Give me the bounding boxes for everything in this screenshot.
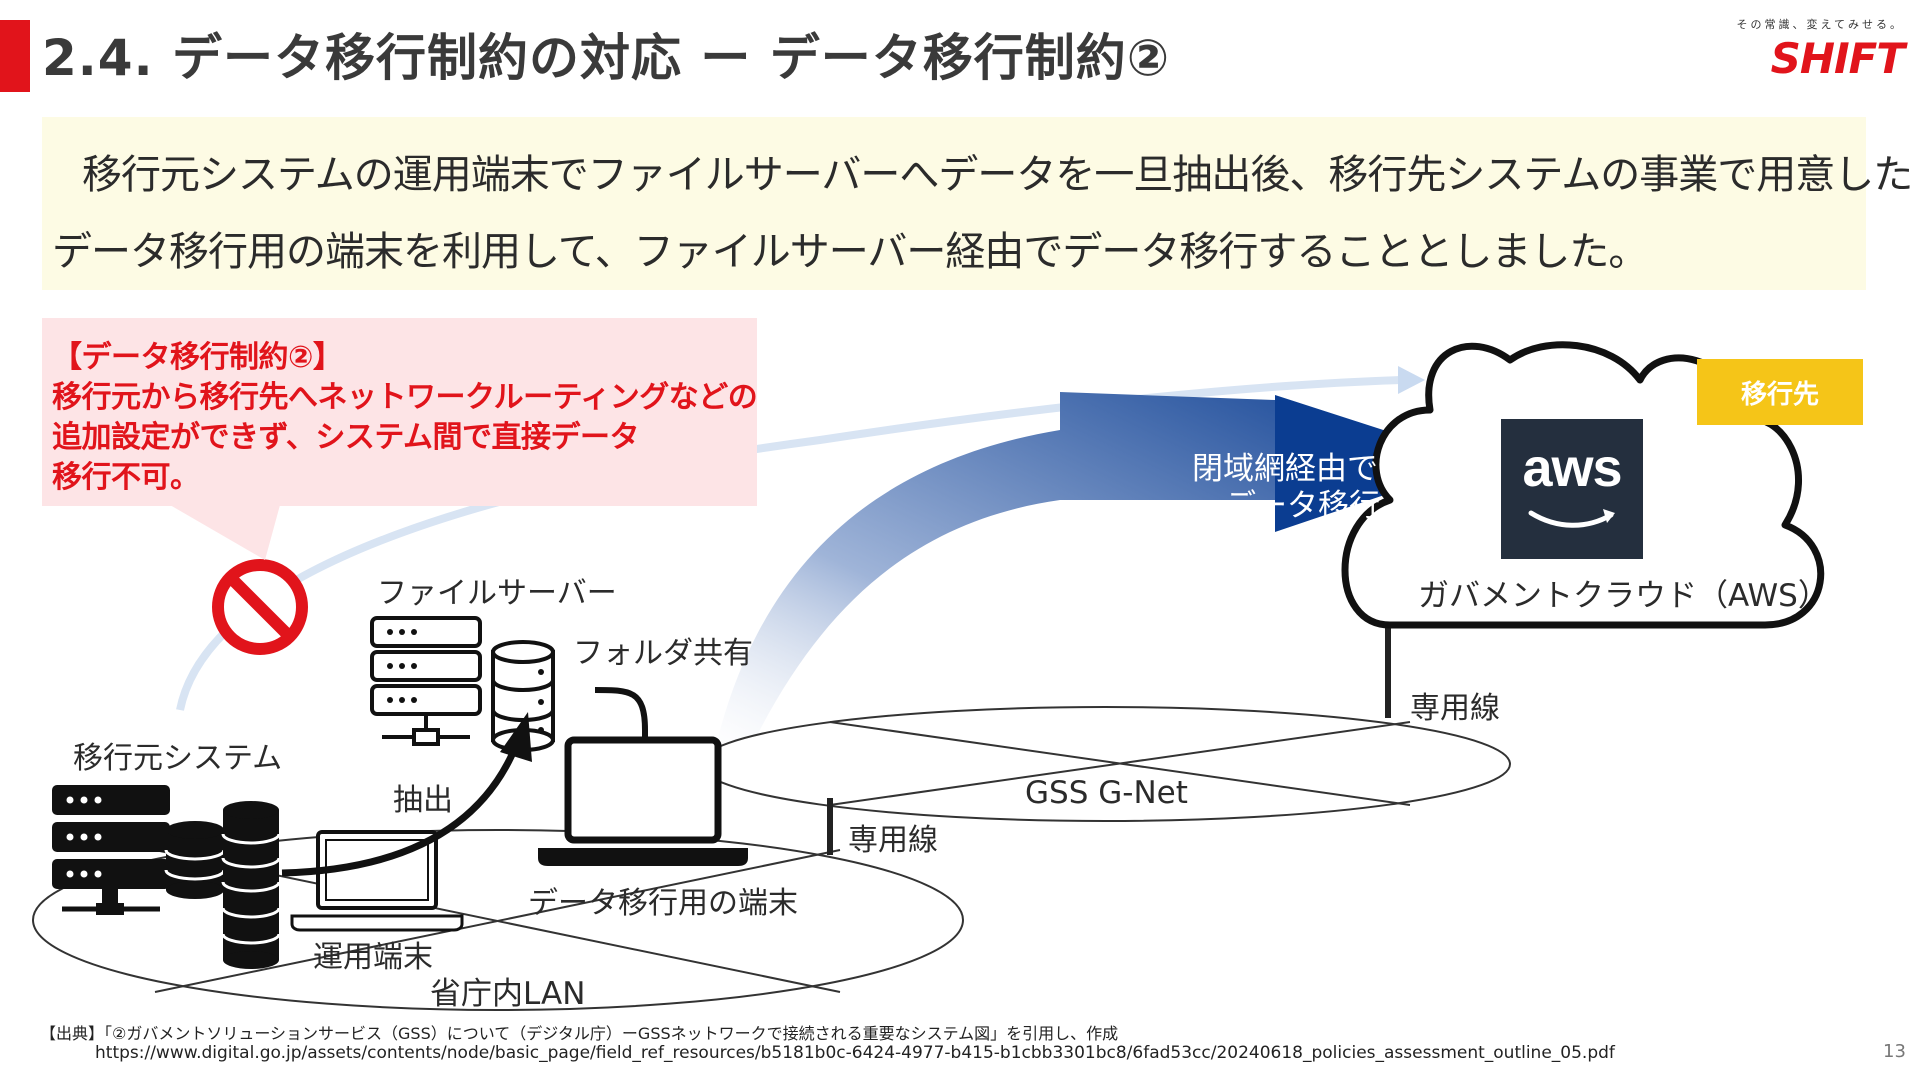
source-citation: 【出典】「②ガバメントソリューションサービス（GSS）について（デジタル庁）ーG… (40, 1024, 1119, 1043)
callout-tail (170, 505, 280, 560)
source-database-icon (164, 821, 226, 899)
constraint-line: 移行元から移行先へネットワークルーティングなどの (52, 380, 758, 415)
closed-network-label: 閉域網経由での (1192, 451, 1409, 487)
closed-network-label: データ移行 (1225, 488, 1380, 524)
file-server-label: ファイルサーバー (377, 576, 617, 611)
destination-badge: 移行先 (1697, 359, 1863, 425)
company-logo: その常識、変えてみせる。 SHIFT (1737, 12, 1912, 83)
aws-smile-icon (1528, 509, 1615, 528)
logo-tagline: その常識、変えてみせる。 (1736, 18, 1904, 31)
lan-label: 省庁内LAN (430, 976, 586, 1012)
aws-logo-text: aws (1522, 438, 1622, 498)
title-accent-bar (0, 20, 30, 92)
constraint-line: 移行不可。 (52, 460, 200, 495)
aws-logo: aws (1501, 419, 1643, 559)
source-url[interactable]: https://www.digital.go.jp/assets/content… (95, 1043, 1615, 1063)
extract-arrow (281, 746, 519, 877)
page-number: 13 (1883, 1041, 1906, 1062)
constraint-line: 【データ移行制約②】 (52, 340, 343, 375)
summary-line: データ移行用の端末を利用して、ファイルサーバー経由でデータ移行することとしました… (52, 229, 1648, 275)
cloud-label: ガバメントクラウド（AWS） (1418, 578, 1829, 614)
extract-label: 抽出 (393, 783, 453, 818)
dedicated-line-label: 専用線 (848, 823, 938, 858)
file-server-icon (370, 616, 482, 746)
extract-arrowhead (500, 712, 532, 762)
migration-terminal-label: データ移行用の端末 (528, 886, 798, 921)
gss-gnet-ellipse (699, 706, 1511, 822)
ops-terminal-laptop-icon (290, 830, 464, 932)
source-server-icon (52, 785, 170, 915)
constraint-callout: 【データ移行制約②】 移行元から移行先へネットワークルーティングなどの 追加設定… (42, 318, 758, 506)
prohibited-icon (212, 559, 308, 655)
migration-terminal-laptop-icon (538, 736, 748, 866)
dedicated-line-label: 専用線 (1410, 691, 1500, 726)
gss-gnet-label: GSS G-Net (1025, 775, 1188, 811)
constraint-line: 追加設定ができず、システム間で直接データ (52, 420, 640, 455)
source-system-label: 移行元システム (73, 741, 283, 776)
folder-share-label: フォルダ共有 (573, 636, 753, 671)
summary-line: 移行元システムの運用端末でファイルサーバーへデータを一旦抽出後、移行先システムの… (82, 152, 1913, 198)
blocked-direct-arrowhead (1398, 366, 1425, 394)
summary-box: 移行元システムの運用端末でファイルサーバーへデータを一旦抽出後、移行先システムの… (42, 117, 1913, 290)
folder-share-connector (594, 687, 648, 742)
page-title: 2.4. データ移行制約の対応 ー データ移行制約② (42, 29, 1171, 87)
logo-text: SHIFT (1770, 34, 1905, 83)
source-database-icon (221, 801, 281, 969)
ops-terminal-label: 運用端末 (313, 940, 433, 975)
